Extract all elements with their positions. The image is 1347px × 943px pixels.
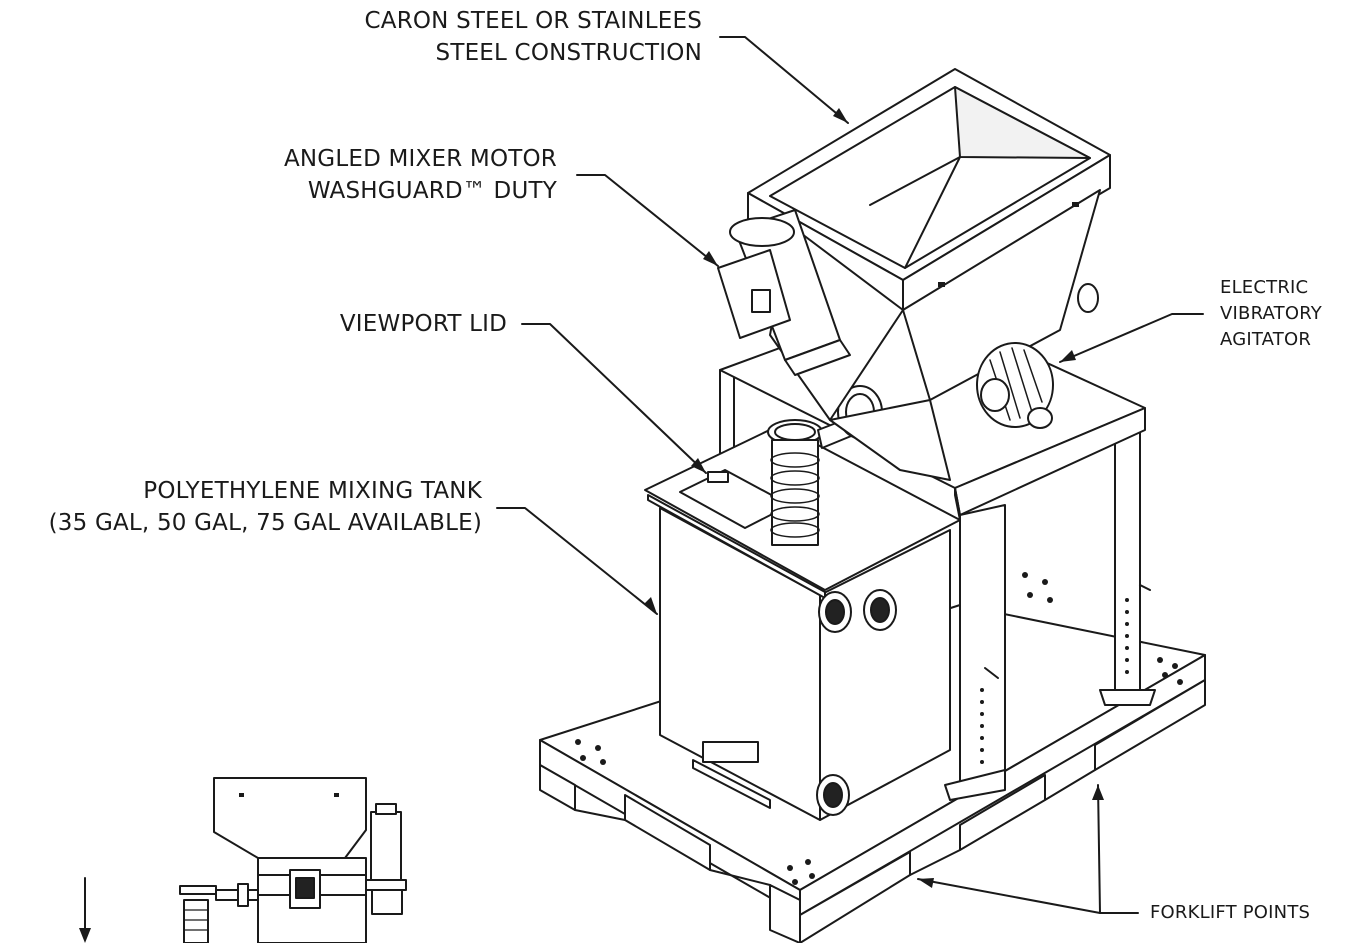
construction-callout: CARON STEEL OR STAINLEES STEEL CONSTRUCT… xyxy=(365,5,703,69)
construction-callout-line-1: CARON STEEL OR STAINLEES xyxy=(364,8,702,34)
mixer-motor xyxy=(717,209,851,376)
side-view-thumbnail xyxy=(179,777,407,943)
forklift-points-callout: FORKLIFT POINTS xyxy=(1150,900,1310,926)
mixing-tank xyxy=(644,424,961,821)
viewport-lid-callout-line-1: VIEWPORT LID xyxy=(339,311,507,337)
agitator-callout: ELECTRIC VIBRATORY AGITATOR xyxy=(1220,275,1322,353)
viewport-lid-callout: VIEWPORT LID xyxy=(340,308,507,340)
forklift-points-callout-line-1: FORKLIFT POINTS xyxy=(1150,902,1311,923)
mixer-motor-callout-line-2: WASHGUARD™ DUTY xyxy=(307,178,557,204)
vibratory-agitator xyxy=(976,283,1099,429)
leader-arrowheads xyxy=(79,108,1104,943)
bulkhead-fittings xyxy=(816,589,897,816)
mixer-motor-callout: ANGLED MIXER MOTOR WASHGUARD™ DUTY xyxy=(284,143,557,207)
mixing-tank-callout-line-1: POLYETHYLENE MIXING TANK xyxy=(143,478,482,504)
mixing-tank-callout-line-2: (35 GAL, 50 GAL, 75 GAL AVAILABLE) xyxy=(48,510,482,536)
hopper xyxy=(747,68,1111,481)
agitator-callout-line-3: AGITATOR xyxy=(1220,329,1312,350)
construction-callout-line-2: STEEL CONSTRUCTION xyxy=(435,40,702,66)
agitator-callout-line-1: ELECTRIC xyxy=(1220,277,1309,298)
leader-lines xyxy=(84,36,1204,931)
mixing-tank-callout: POLYETHYLENE MIXING TANK (35 GAL, 50 GAL… xyxy=(49,475,482,539)
agitator-callout-line-2: VIBRATORY xyxy=(1220,303,1322,324)
mixer-motor-callout-line-1: ANGLED MIXER MOTOR xyxy=(283,146,557,172)
